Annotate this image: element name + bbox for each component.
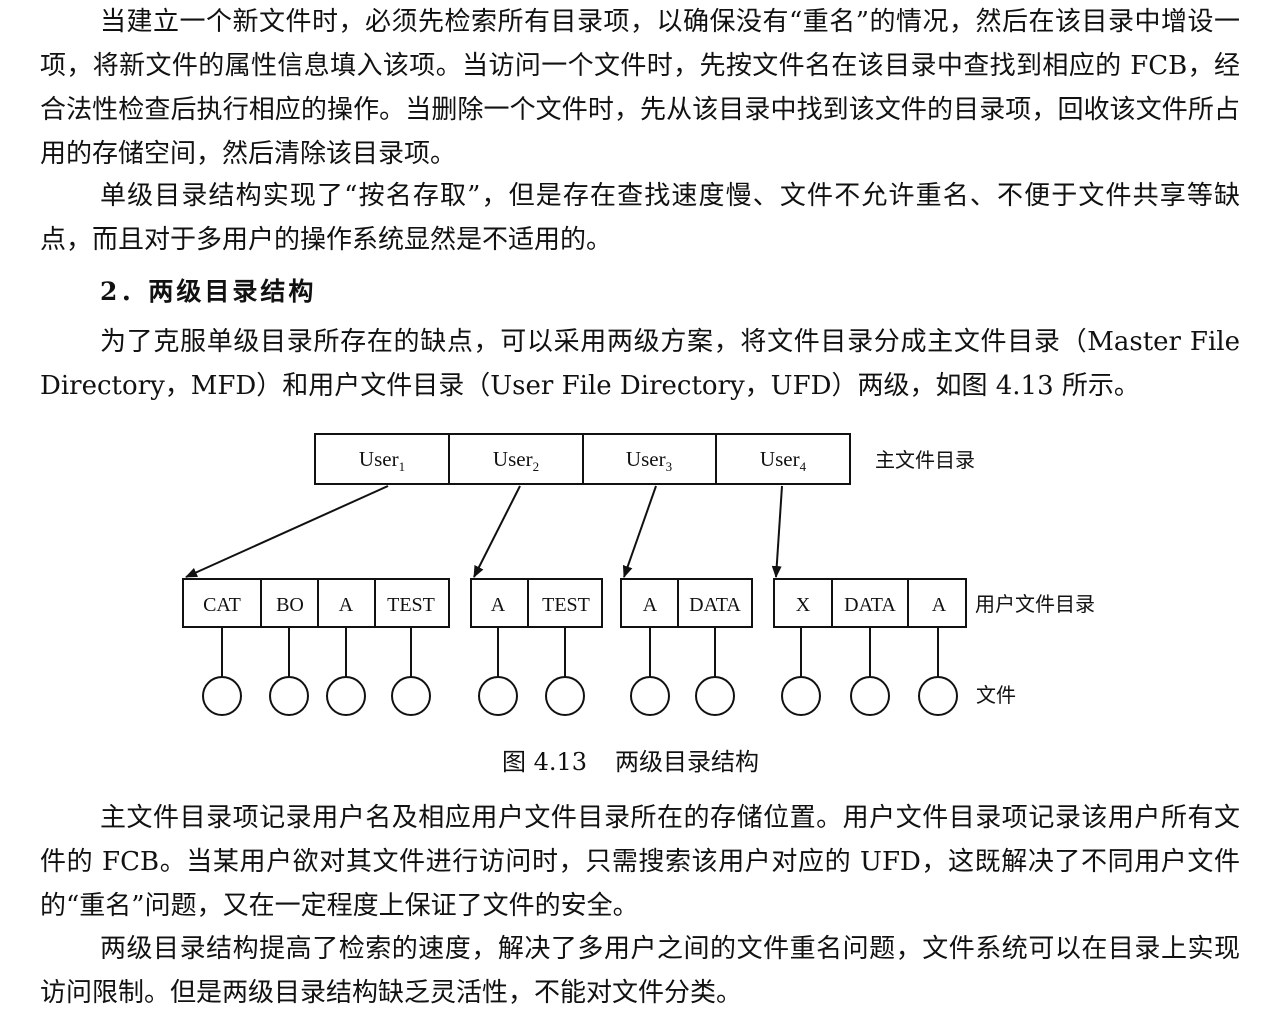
file-circle <box>391 676 431 716</box>
figure-caption-title: 两级目录结构 <box>615 748 760 776</box>
ufd-user2: A TEST <box>470 578 603 628</box>
file-circle <box>478 676 518 716</box>
file-circle <box>695 676 735 716</box>
paragraph-4: 主文件目录项记录用户名及相应用户文件目录所在的存储位置。用户文件目录项记录该用户… <box>40 803 1240 921</box>
paragraph-5: 两级目录结构提高了检索的速度，解决了多用户之间的文件重名问题，文件系统可以在目录… <box>40 934 1240 1008</box>
figure-caption-number: 图 4.13 <box>501 748 588 776</box>
paragraph-1: 当建立一个新文件时，必须先检索所有目录项，以确保没有“重名”的情况，然后在该目录… <box>40 7 1240 169</box>
ufd3-entry: DATA <box>689 594 741 616</box>
mfd-cell-user2: User2 <box>493 447 539 474</box>
ufd2-entry: A <box>491 594 506 616</box>
ufd-label: 用户文件目录 <box>975 592 1095 616</box>
ufd1-entry: A <box>339 594 354 616</box>
paragraph-2: 单级目录结构实现了“按名存取”，但是存在查找速度慢、文件不允许重名、不便于文件共… <box>40 181 1240 255</box>
file-circle <box>781 676 821 716</box>
figure-caption: 图 4.13 两级目录结构 <box>0 742 1261 777</box>
ufd4-entry: A <box>932 594 947 616</box>
arrow-user4 <box>771 485 783 578</box>
file-circle <box>202 676 242 716</box>
file-nodes <box>202 627 958 716</box>
file-circle <box>326 676 366 716</box>
ufd4-entry: DATA <box>844 594 896 616</box>
two-level-directory-diagram: User1 User2 User3 User4 主文件目录 CAT BO A T… <box>182 433 1095 716</box>
file-circle <box>918 676 958 716</box>
file-circle <box>545 676 585 716</box>
ufd1-entry: TEST <box>387 594 435 616</box>
mfd-label: 主文件目录 <box>875 448 975 472</box>
section-heading: 2．两级目录结构 <box>100 277 317 306</box>
ufd1-entry: CAT <box>203 594 241 616</box>
mfd-table: User1 User2 User3 User4 <box>314 433 851 485</box>
ufd-user4: X DATA A <box>773 578 967 628</box>
ufd4-entry: X <box>796 594 811 616</box>
arrow-user2 <box>473 485 521 578</box>
mfd-cell-user3: User3 <box>626 447 672 474</box>
file-label: 文件 <box>976 683 1016 707</box>
arrow-user3 <box>622 485 657 578</box>
paragraph-3: 为了克服单级目录所存在的缺点，可以采用两级方案，将文件目录分成主文件目录（Mas… <box>40 327 1240 401</box>
mfd-cell-user1: User1 <box>359 447 405 474</box>
arrow-user1 <box>185 485 389 578</box>
ufd1-entry: BO <box>276 594 304 616</box>
ufd2-entry: TEST <box>542 594 590 616</box>
mfd-cell-user4: User4 <box>760 447 807 474</box>
file-circle <box>630 676 670 716</box>
mfd-to-ufd-arrows <box>185 485 783 578</box>
ufd-user3: A DATA <box>620 578 753 628</box>
ufd-user1: CAT BO A TEST <box>182 578 450 628</box>
file-circle <box>269 676 309 716</box>
ufd3-entry: A <box>643 594 658 616</box>
file-circle <box>850 676 890 716</box>
